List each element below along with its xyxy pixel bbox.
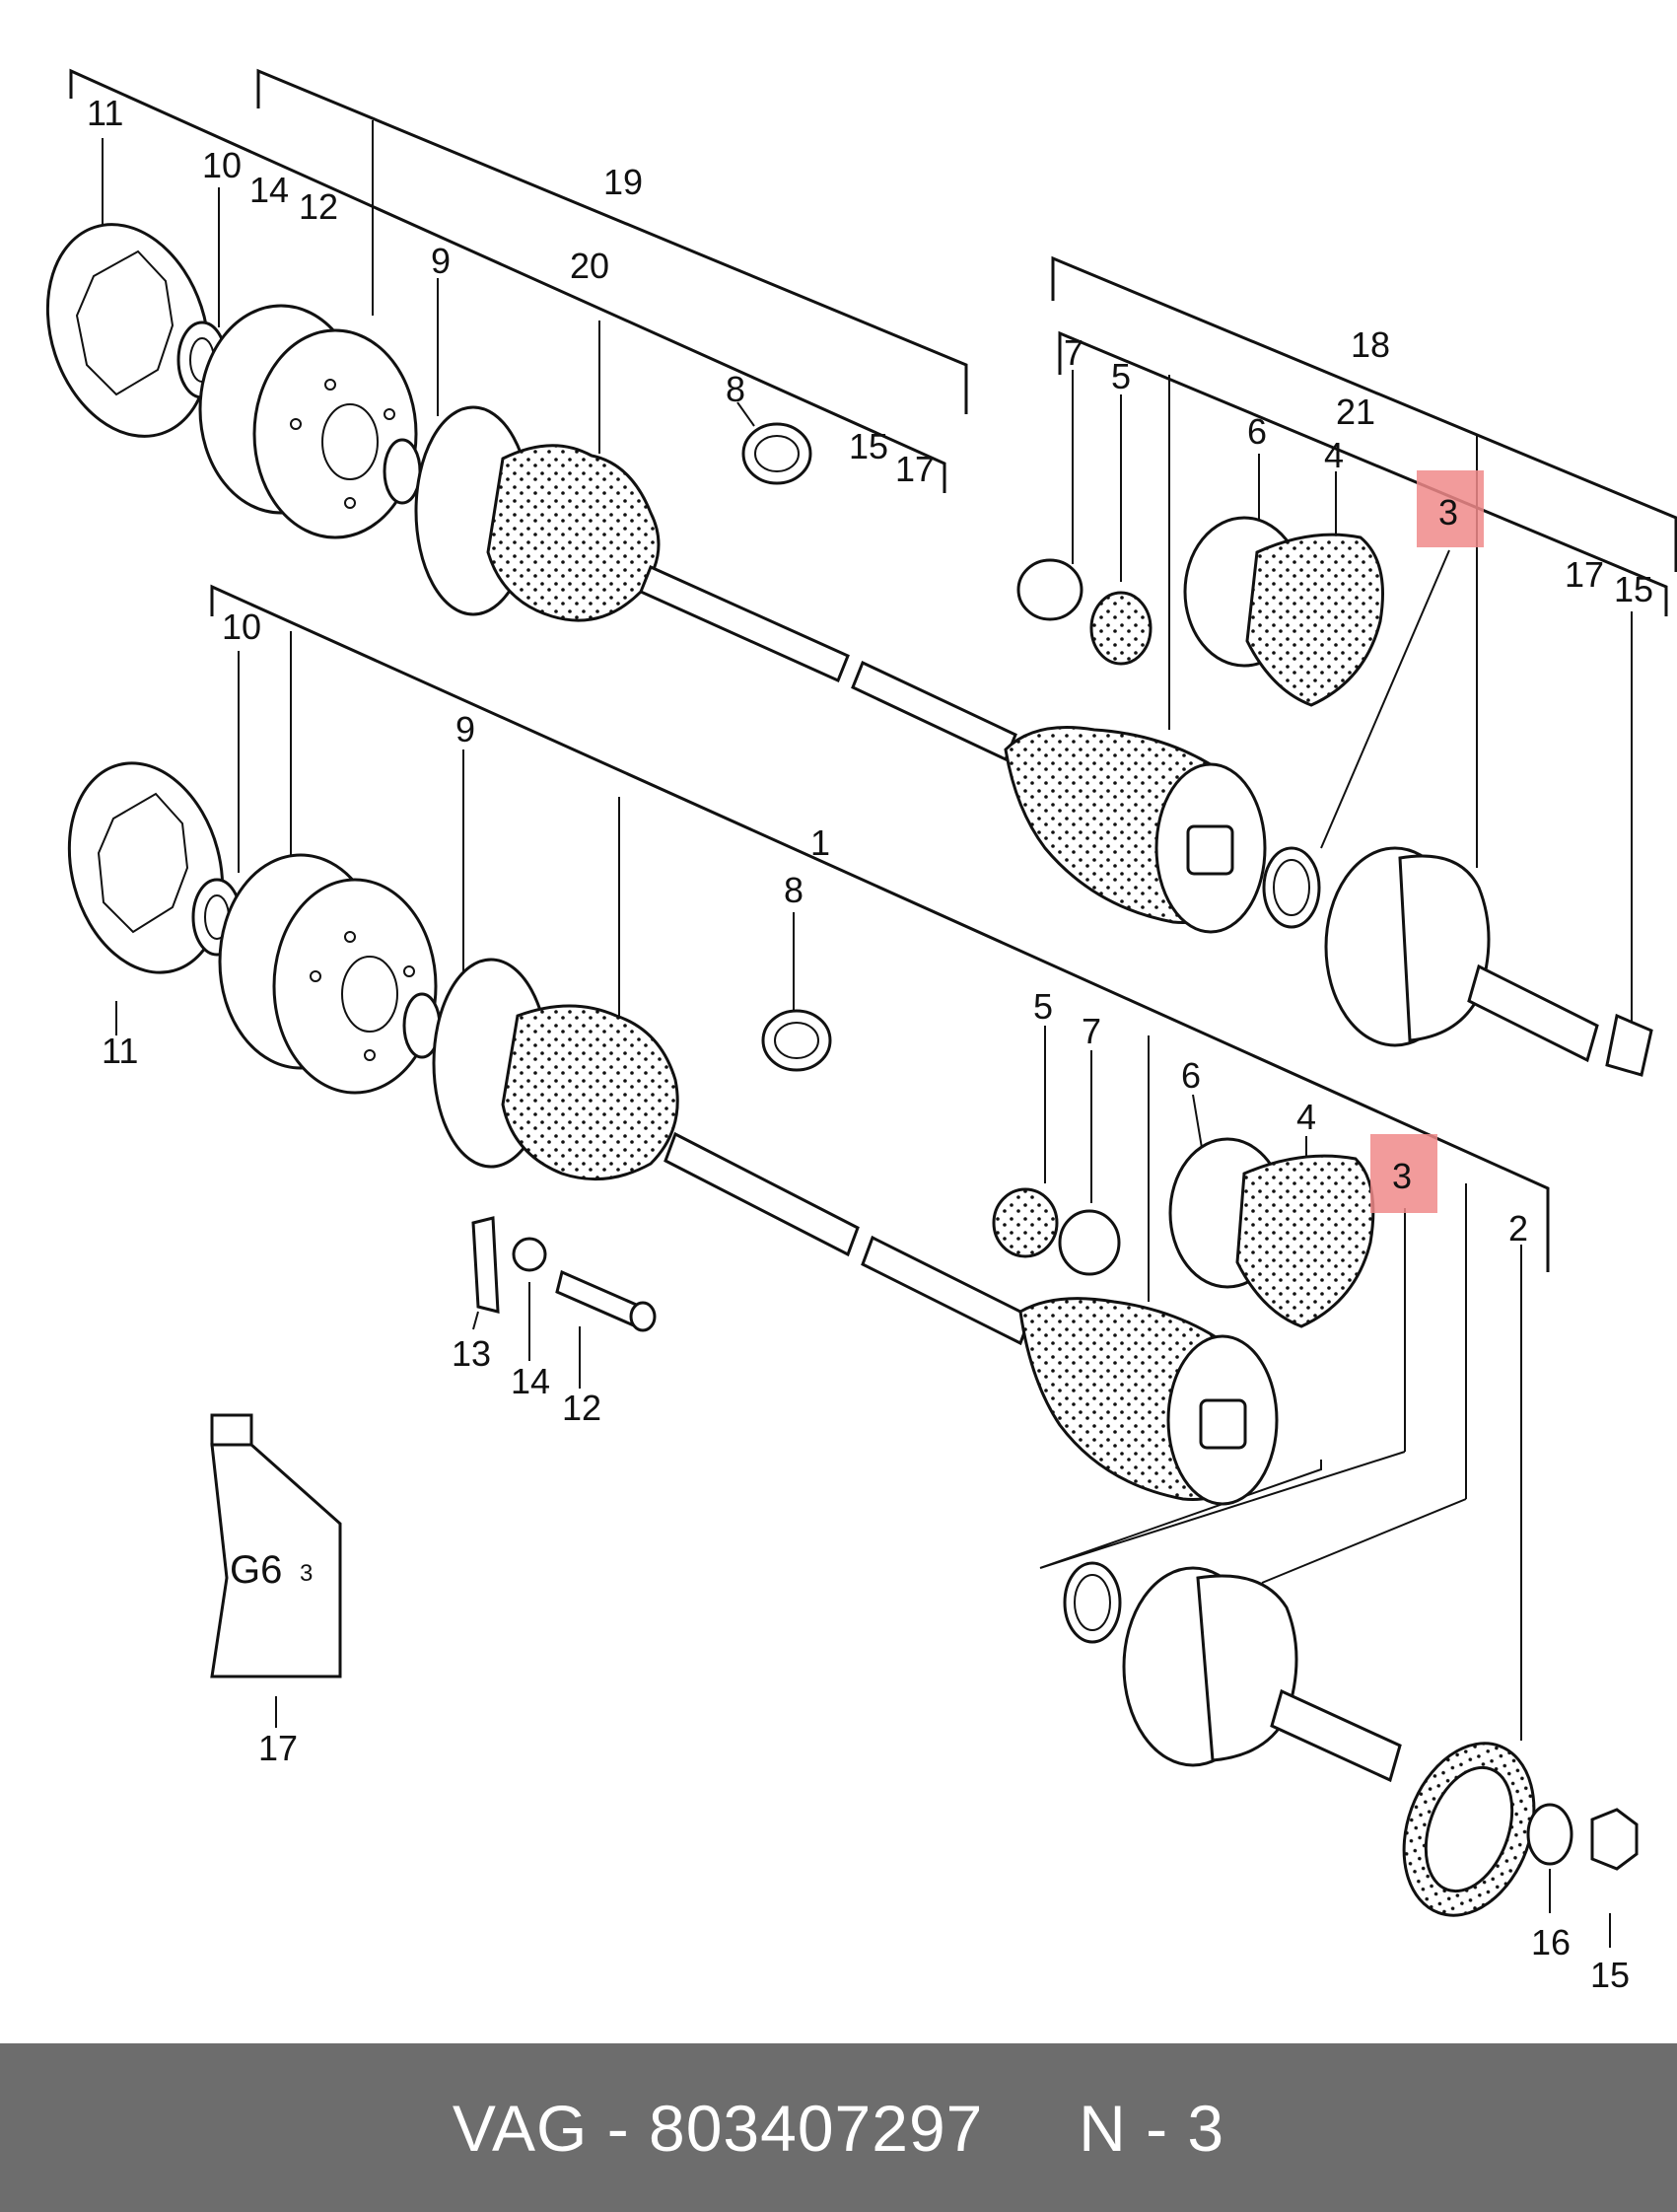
- callout-bot-16: 16: [1531, 1922, 1571, 1962]
- clamp-7-top: [1016, 558, 1083, 621]
- highlight-box-bottom-3: [1370, 1134, 1437, 1213]
- washer-16: [1526, 1803, 1573, 1866]
- exploded-parts-diagram: G6 3 11 10 14 12 9 19 20 8 15 17 18 7 5 …: [45, 68, 1677, 1995]
- callout-top-20: 20: [570, 246, 609, 286]
- callout-bot-4: 4: [1296, 1097, 1316, 1137]
- inner-joint-housing-top: [198, 304, 418, 539]
- lock-washer-14: [512, 1237, 547, 1272]
- circlip-3-bottom: [1063, 1561, 1122, 1644]
- callout-bot-12: 12: [562, 1388, 601, 1428]
- callout-top-15: 15: [849, 426, 888, 466]
- clamp-5-top: [1089, 591, 1153, 666]
- inner-boot-bottom: [501, 1004, 679, 1181]
- part-number-footer: VAG - 803407297 N - 3: [0, 2043, 1677, 2212]
- callout-bot-1: 1: [810, 822, 830, 863]
- outer-cv-joint-bottom: [1122, 1566, 1402, 1783]
- callout-bot-9: 9: [455, 709, 475, 749]
- callout-top-6: 6: [1247, 411, 1267, 452]
- axle-shaft-bottom: [664, 1131, 860, 1257]
- top-bracket-11: [69, 68, 946, 493]
- callout-bot-2: 2: [1508, 1208, 1528, 1249]
- callout-bot-15: 15: [1590, 1955, 1630, 1995]
- inner-boot-20-top: [486, 444, 661, 622]
- callout-bot-17: 17: [258, 1728, 298, 1768]
- callout-bot-3: 3: [1392, 1156, 1412, 1196]
- callout-top-14: 14: [249, 170, 289, 210]
- axle-shaft-top: [639, 564, 850, 683]
- callout-bot-13: 13: [452, 1333, 491, 1374]
- highlight-box-top-3: [1417, 470, 1484, 547]
- outer-cv-joint-top: [1324, 846, 1653, 1077]
- callout-bot-6: 6: [1181, 1055, 1201, 1096]
- callout-bot-14: 14: [511, 1361, 550, 1401]
- leader-top-3: [1320, 549, 1450, 849]
- clamp-8-top: [741, 422, 812, 485]
- lock-plate-13: [471, 1216, 500, 1314]
- leader-top-8: [736, 401, 755, 427]
- leader-bot-13: [472, 1311, 479, 1330]
- bottom-bracket-1: [210, 584, 1550, 1272]
- callout-top-9: 9: [431, 241, 451, 281]
- callout-top-17: 17: [895, 449, 935, 489]
- part-number-text: VAG - 803407297 N - 3: [452, 2091, 1225, 2165]
- leader-bot-6: [1192, 1094, 1204, 1155]
- flange-plate-11-bottom: [67, 761, 225, 974]
- top-bracket-21: [1058, 330, 1668, 616]
- nut-15-bottom: [1590, 1808, 1639, 1871]
- clamp-8-bottom: [761, 1009, 832, 1072]
- callout-top-12: 12: [299, 186, 338, 227]
- grease-tube-17: [210, 1413, 342, 1678]
- callout-bot-5: 5: [1033, 986, 1053, 1027]
- tube-label: G6: [230, 1548, 282, 1592]
- callout-top-8: 8: [726, 369, 745, 409]
- callout-top-4: 4: [1324, 435, 1344, 475]
- callout-top-17b: 17: [1565, 554, 1604, 595]
- callout-bot-8: 8: [784, 870, 804, 910]
- inner-joint-housing-bottom: [218, 853, 438, 1095]
- clamp-5-bottom: [992, 1187, 1059, 1258]
- callout-top-7: 7: [1064, 332, 1083, 373]
- boot-sleeve-4-bottom: [1235, 1154, 1375, 1328]
- top-bracket-19: [256, 68, 968, 414]
- washer-9-top: [383, 438, 422, 505]
- tube-label-sub: 3: [300, 1560, 313, 1587]
- leader-bot-3-tail: [1039, 1451, 1406, 1569]
- callout-bot-11: 11: [102, 1031, 138, 1071]
- callout-top-10: 10: [202, 145, 242, 185]
- callout-top-3: 3: [1438, 492, 1458, 533]
- callout-labels: 11 10 14 12 9 19 20 8 15 17 18 7 5 6 21 …: [87, 93, 1653, 1995]
- top-bracket-18: [1051, 255, 1677, 572]
- boot-sleeve-4-top: [1245, 533, 1384, 707]
- callout-bot-10: 10: [222, 607, 261, 647]
- bottom-assembly: G6 3: [67, 584, 1639, 1948]
- callout-top-19: 19: [603, 162, 643, 202]
- callout-top-21: 21: [1336, 392, 1375, 432]
- circlip-3-top: [1262, 846, 1321, 929]
- flange-plate-11-top: [45, 223, 211, 438]
- callout-top-11: 11: [87, 93, 123, 133]
- callout-top-18: 18: [1351, 324, 1390, 365]
- clamp-7-bottom: [1058, 1209, 1121, 1276]
- callout-top-5: 5: [1111, 356, 1131, 396]
- bolt-12: [555, 1269, 643, 1329]
- callout-bot-7: 7: [1082, 1011, 1101, 1051]
- top-assembly: [45, 68, 1677, 1077]
- callout-top-15b: 15: [1614, 569, 1653, 609]
